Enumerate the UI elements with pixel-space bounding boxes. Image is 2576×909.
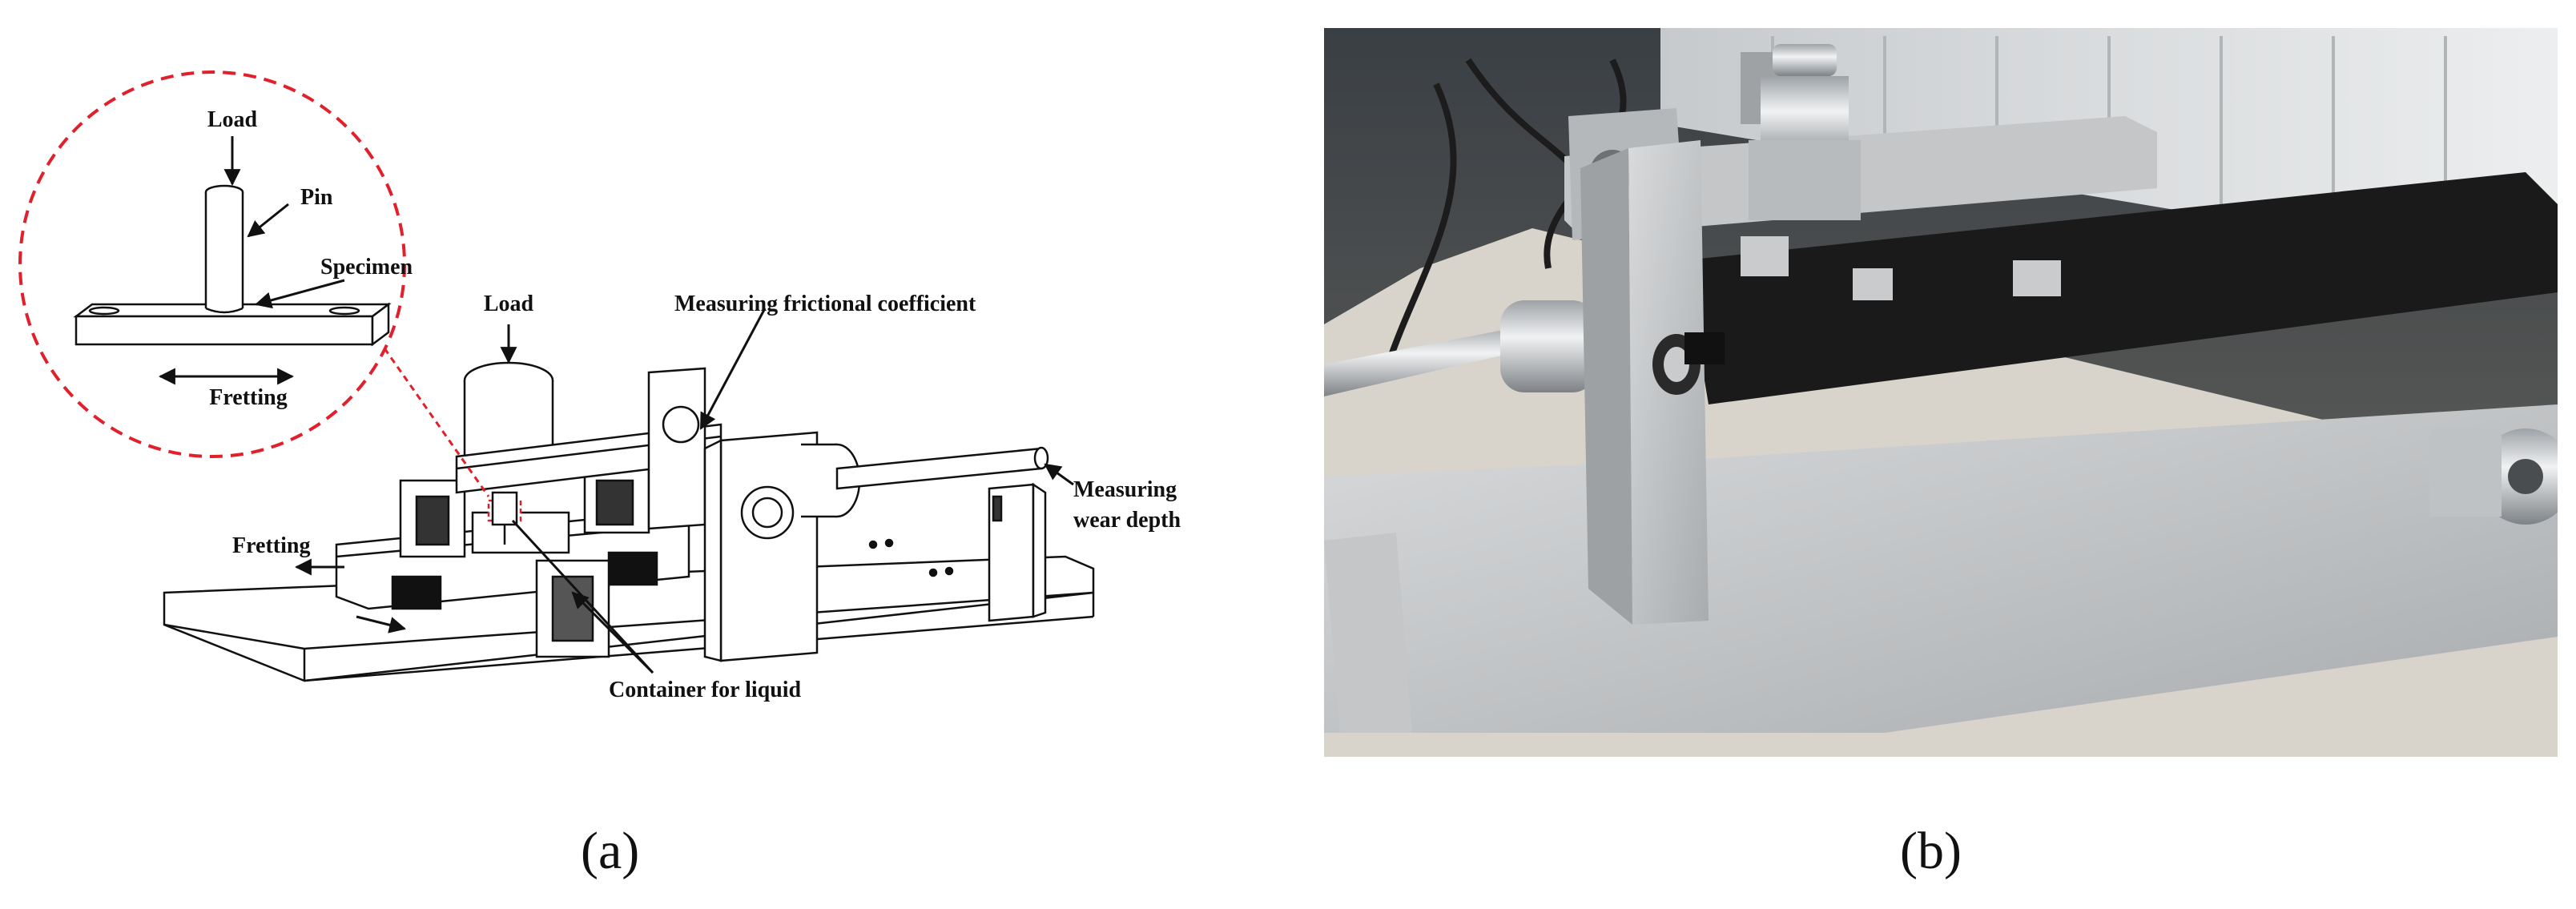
friction-sensor <box>647 367 819 662</box>
inset-magnified-view: Load Pin Specimen Fretting <box>18 70 490 497</box>
wear-depth-assembly <box>801 443 1049 622</box>
inset-fretting-label: Fretting <box>209 385 287 410</box>
load-label: Load <box>484 292 534 316</box>
inset-load-label: Load <box>207 107 258 132</box>
schematic-drawing: Load Pin Specimen Fretting Load Measurin… <box>18 70 1181 702</box>
panel-a-label: (a) <box>581 822 640 880</box>
apparatus-photo <box>1324 28 2574 757</box>
inset-specimen-label: Specimen <box>320 255 413 280</box>
container-label: Container for liquid <box>609 678 802 702</box>
wear-depth-rod <box>1324 324 1532 396</box>
fretting-label: Fretting <box>232 533 310 558</box>
schematic-panel: Load Pin Specimen Fretting Load Measurin… <box>0 64 1282 753</box>
wear-label-line2: wear depth <box>1073 508 1181 533</box>
photo-panel <box>1324 28 2574 757</box>
panel-b-label: (b) <box>1900 822 1962 880</box>
wear-label-line1: Measuring <box>1073 477 1177 502</box>
inset-pin-label: Pin <box>300 185 333 210</box>
friction-label: Measuring frictional coefficient <box>674 292 976 316</box>
